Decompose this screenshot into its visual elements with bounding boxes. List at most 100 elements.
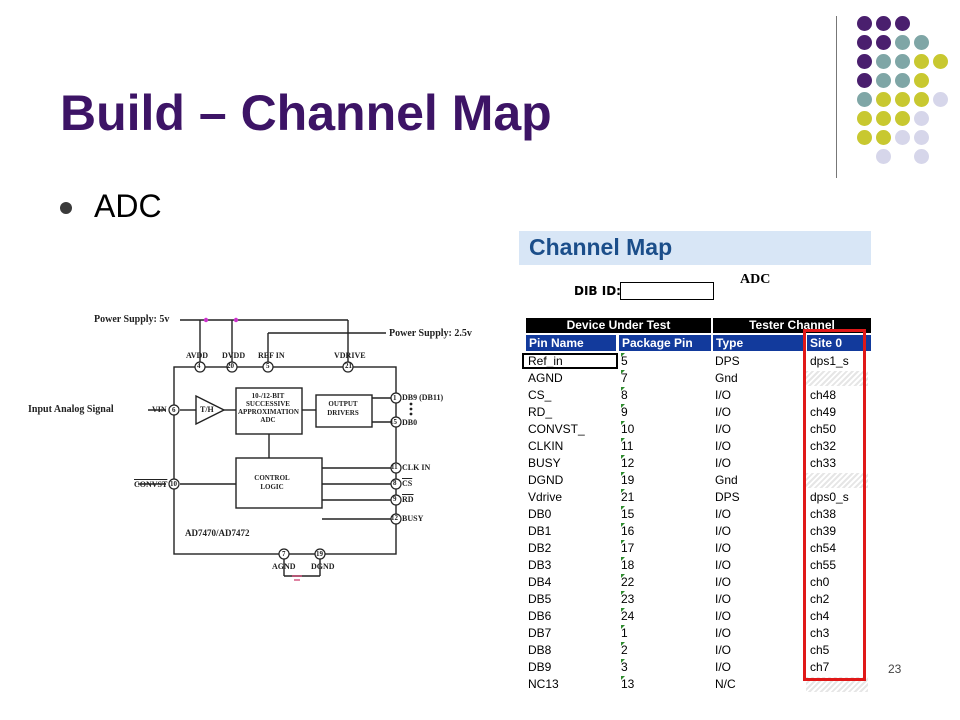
cell-site-0[interactable]: ch50: [810, 422, 837, 436]
cell-site-0[interactable]: ch7: [810, 660, 830, 674]
cell-site-0[interactable]: ch54: [810, 541, 837, 555]
cell-pin-name[interactable]: BUSY: [528, 456, 561, 470]
cell-site-0[interactable]: ch38: [810, 507, 837, 521]
cell-pin-name[interactable]: RD_: [528, 405, 553, 419]
cell-pin-name[interactable]: Vdrive: [528, 490, 563, 504]
cell-pin-name[interactable]: AGND: [528, 371, 563, 385]
cell-site-0[interactable]: ch55: [810, 558, 837, 572]
cell-pin-name[interactable]: DB1: [528, 524, 552, 538]
cell-pin-name[interactable]: DB2: [528, 541, 552, 555]
cell-type[interactable]: I/O: [715, 626, 732, 640]
cell-site-0[interactable]: dps1_s: [810, 354, 849, 368]
cell-type[interactable]: I/O: [715, 609, 732, 623]
cell-package-pin[interactable]: 5: [621, 354, 628, 368]
cell-type[interactable]: I/O: [715, 575, 732, 589]
cell-pin-name[interactable]: NC13: [528, 677, 559, 691]
cell-pin-name[interactable]: DB6: [528, 609, 552, 623]
cell-package-pin[interactable]: 8: [621, 388, 628, 402]
cell-type[interactable]: I/O: [715, 422, 732, 436]
table-row[interactable]: DB9 3 I/O ch7: [526, 659, 872, 676]
cell-type[interactable]: I/O: [715, 439, 732, 453]
cell-pin-name[interactable]: DB9: [528, 660, 552, 674]
cell-site-0[interactable]: ch48: [810, 388, 837, 402]
cell-pin-name[interactable]: CS_: [528, 388, 552, 402]
cell-package-pin[interactable]: 22: [621, 575, 635, 589]
cell-type[interactable]: I/O: [715, 456, 732, 470]
table-row[interactable]: DB7 1 I/O ch3: [526, 625, 872, 642]
cell-site-0[interactable]: dps0_s: [810, 490, 849, 504]
cell-type[interactable]: I/O: [715, 388, 732, 402]
table-row[interactable]: RD_ 9 I/O ch49: [526, 404, 872, 421]
table-row[interactable]: BUSY 12 I/O ch33: [526, 455, 872, 472]
cell-pin-name[interactable]: DB3: [528, 558, 552, 572]
cell-pin-name[interactable]: DB0: [528, 507, 552, 521]
table-row[interactable]: DB8 2 I/O ch5: [526, 642, 872, 659]
cell-pin-name[interactable]: DGND: [528, 473, 564, 487]
table-row[interactable]: AGND 7 Gnd: [526, 370, 872, 387]
table-row[interactable]: CLKIN 11 I/O ch32: [526, 438, 872, 455]
cell-package-pin[interactable]: 3: [621, 660, 628, 674]
cell-pin-name[interactable]: DB5: [528, 592, 552, 606]
cell-pin-name[interactable]: DB7: [528, 626, 552, 640]
cell-type[interactable]: Gnd: [715, 473, 738, 487]
cell-package-pin[interactable]: 1: [621, 626, 628, 640]
cell-pin-name[interactable]: CONVST_: [528, 422, 585, 436]
cell-type[interactable]: I/O: [715, 405, 732, 419]
cell-package-pin[interactable]: 13: [621, 677, 635, 691]
cell-type[interactable]: I/O: [715, 592, 732, 606]
cell-site-0[interactable]: ch5: [810, 643, 830, 657]
cell-pin-name[interactable]: Ref_in: [528, 354, 563, 368]
table-row[interactable]: DB6 24 I/O ch4: [526, 608, 872, 625]
cell-package-pin[interactable]: 10: [621, 422, 635, 436]
cell-package-pin[interactable]: 23: [621, 592, 635, 606]
cell-package-pin[interactable]: 11: [621, 439, 634, 453]
cell-type[interactable]: Gnd: [715, 371, 738, 385]
cell-site-0[interactable]: ch32: [810, 439, 837, 453]
cell-type[interactable]: N/C: [715, 677, 736, 691]
cell-pin-name[interactable]: CLKIN: [528, 439, 564, 453]
cell-site-0[interactable]: ch2: [810, 592, 830, 606]
cell-pin-name[interactable]: DB8: [528, 643, 552, 657]
table-row[interactable]: DB5 23 I/O ch2: [526, 591, 872, 608]
cell-package-pin[interactable]: 19: [621, 473, 635, 487]
cell-package-pin[interactable]: 2: [621, 643, 628, 657]
cell-package-pin[interactable]: 17: [621, 541, 635, 555]
cell-type[interactable]: I/O: [715, 660, 732, 674]
cell-package-pin[interactable]: 24: [621, 609, 635, 623]
cell-site-0[interactable]: ch3: [810, 626, 830, 640]
table-row[interactable]: Ref_in 5 DPS dps1_s: [526, 353, 872, 370]
cell-site-0[interactable]: ch33: [810, 456, 837, 470]
cell-package-pin[interactable]: 21: [621, 490, 635, 504]
cell-site-0[interactable]: ch39: [810, 524, 837, 538]
cell-package-pin[interactable]: 12: [621, 456, 635, 470]
column-header-site-0[interactable]: Site 0: [807, 335, 871, 351]
table-row[interactable]: Vdrive 21 DPS dps0_s: [526, 489, 872, 506]
cell-package-pin[interactable]: 9: [621, 405, 628, 419]
cell-type[interactable]: I/O: [715, 507, 732, 521]
table-row[interactable]: CONVST_ 10 I/O ch50: [526, 421, 872, 438]
cell-package-pin[interactable]: 7: [621, 371, 628, 385]
column-header-type[interactable]: Type: [713, 335, 805, 351]
cell-site-0[interactable]: ch4: [810, 609, 830, 623]
column-header-pin-name[interactable]: Pin Name: [526, 335, 616, 351]
table-row[interactable]: DGND 19 Gnd: [526, 472, 872, 489]
cell-pin-name[interactable]: DB4: [528, 575, 552, 589]
cell-package-pin[interactable]: 18: [621, 558, 635, 572]
cell-site-0[interactable]: ch0: [810, 575, 830, 589]
table-row[interactable]: DB1 16 I/O ch39: [526, 523, 872, 540]
table-row[interactable]: CS_ 8 I/O ch48: [526, 387, 872, 404]
table-row[interactable]: DB4 22 I/O ch0: [526, 574, 872, 591]
cell-type[interactable]: DPS: [715, 354, 740, 368]
table-row[interactable]: DB0 15 I/O ch38: [526, 506, 872, 523]
column-header-package-pin[interactable]: Package Pin: [619, 335, 711, 351]
cell-package-pin[interactable]: 15: [621, 507, 635, 521]
cell-type[interactable]: I/O: [715, 524, 732, 538]
cell-type[interactable]: I/O: [715, 541, 732, 555]
table-row[interactable]: DB2 17 I/O ch54: [526, 540, 872, 557]
cell-site-0[interactable]: ch49: [810, 405, 837, 419]
cell-type[interactable]: DPS: [715, 490, 740, 504]
cell-package-pin[interactable]: 16: [621, 524, 635, 538]
cell-type[interactable]: I/O: [715, 643, 732, 657]
dib-id-field[interactable]: [620, 282, 714, 300]
